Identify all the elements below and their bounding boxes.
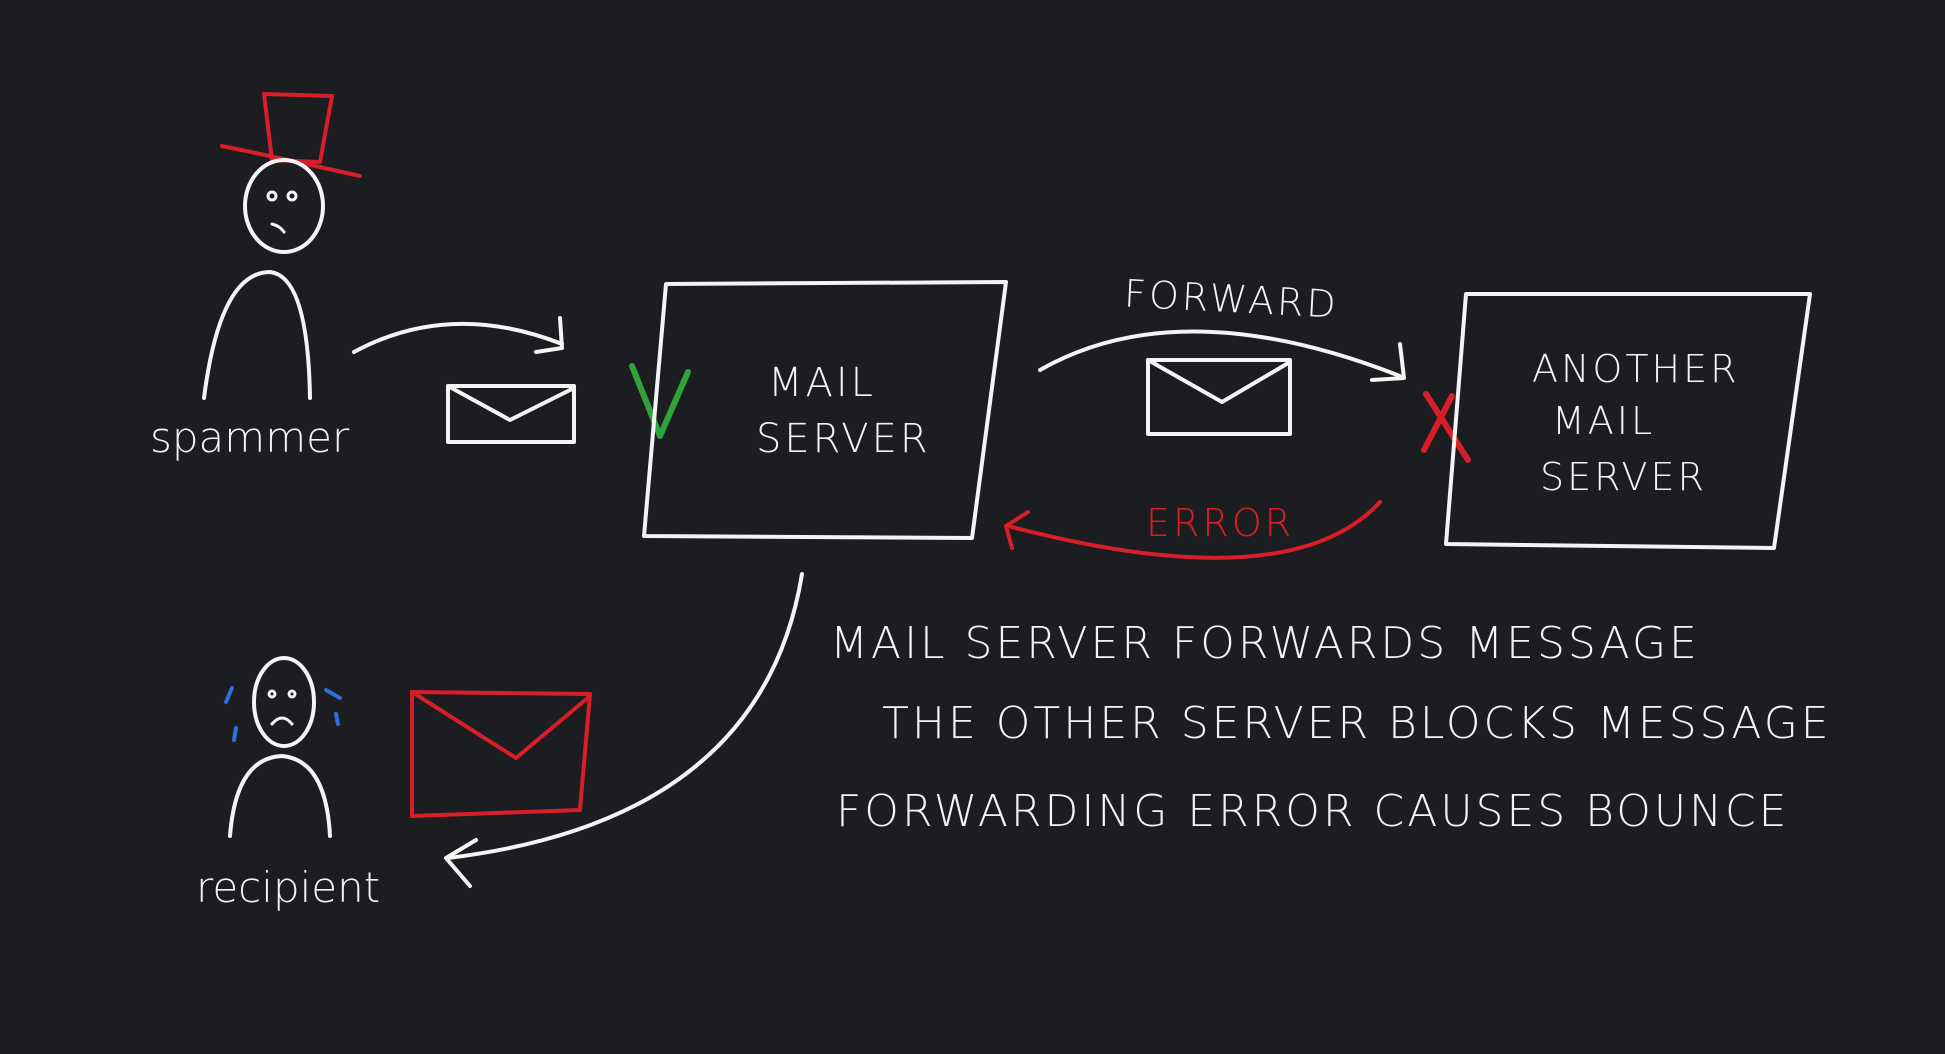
- send-arrow: [352, 316, 564, 354]
- error-label: ERROR: [1146, 501, 1294, 545]
- bounced-envelope-icon: [410, 690, 592, 818]
- another-server-label-line1: ANOTHER: [1532, 347, 1740, 391]
- another-server-label-line3: SERVER: [1540, 455, 1707, 499]
- forward-label: FORWARD: [1123, 271, 1340, 326]
- cross-icon: [1421, 391, 1471, 463]
- spammer-head: [243, 158, 325, 254]
- envelope-icon: [446, 384, 576, 444]
- another-mail-server-box: ANOTHER MAIL SERVER: [1444, 292, 1812, 550]
- another-server-label-line2: MAIL: [1552, 399, 1655, 443]
- spammer-mouth: [270, 222, 286, 234]
- spammer-body: [202, 270, 312, 400]
- spammer-figure: spammer: [150, 92, 362, 462]
- mail-server-label-line1: MAIL: [768, 360, 876, 406]
- explanation-notes: MAIL SERVER FORWARDS MESSAGE THE OTHER S…: [830, 618, 1832, 837]
- tears-icon: [224, 686, 342, 742]
- top-hat-icon: [220, 92, 362, 178]
- check-icon: [629, 363, 691, 439]
- spammer-label: spammer: [150, 413, 350, 462]
- recipient-figure: recipient: [196, 656, 380, 912]
- note-line-1: MAIL SERVER FORWARDS MESSAGE: [830, 618, 1700, 669]
- mail-server-box: MAIL SERVER: [642, 280, 1008, 540]
- recipient-body: [228, 754, 332, 838]
- forward-envelope-icon: [1146, 358, 1292, 436]
- note-line-2: THE OTHER SERVER BLOCKS MESSAGE: [882, 698, 1832, 749]
- note-line-3: FORWARDING ERROR CAUSES BOUNCE: [836, 786, 1789, 837]
- recipient-label: recipient: [196, 863, 380, 912]
- bounce-arrow: [444, 572, 804, 888]
- forward-arrow: FORWARD: [1038, 271, 1406, 382]
- spammer-eye-right: [286, 190, 298, 202]
- spammer-eye-left: [266, 190, 278, 202]
- error-arrow: ERROR: [1004, 500, 1382, 560]
- mail-server-label-line2: SERVER: [756, 416, 931, 462]
- sad-face-icon: [252, 656, 316, 748]
